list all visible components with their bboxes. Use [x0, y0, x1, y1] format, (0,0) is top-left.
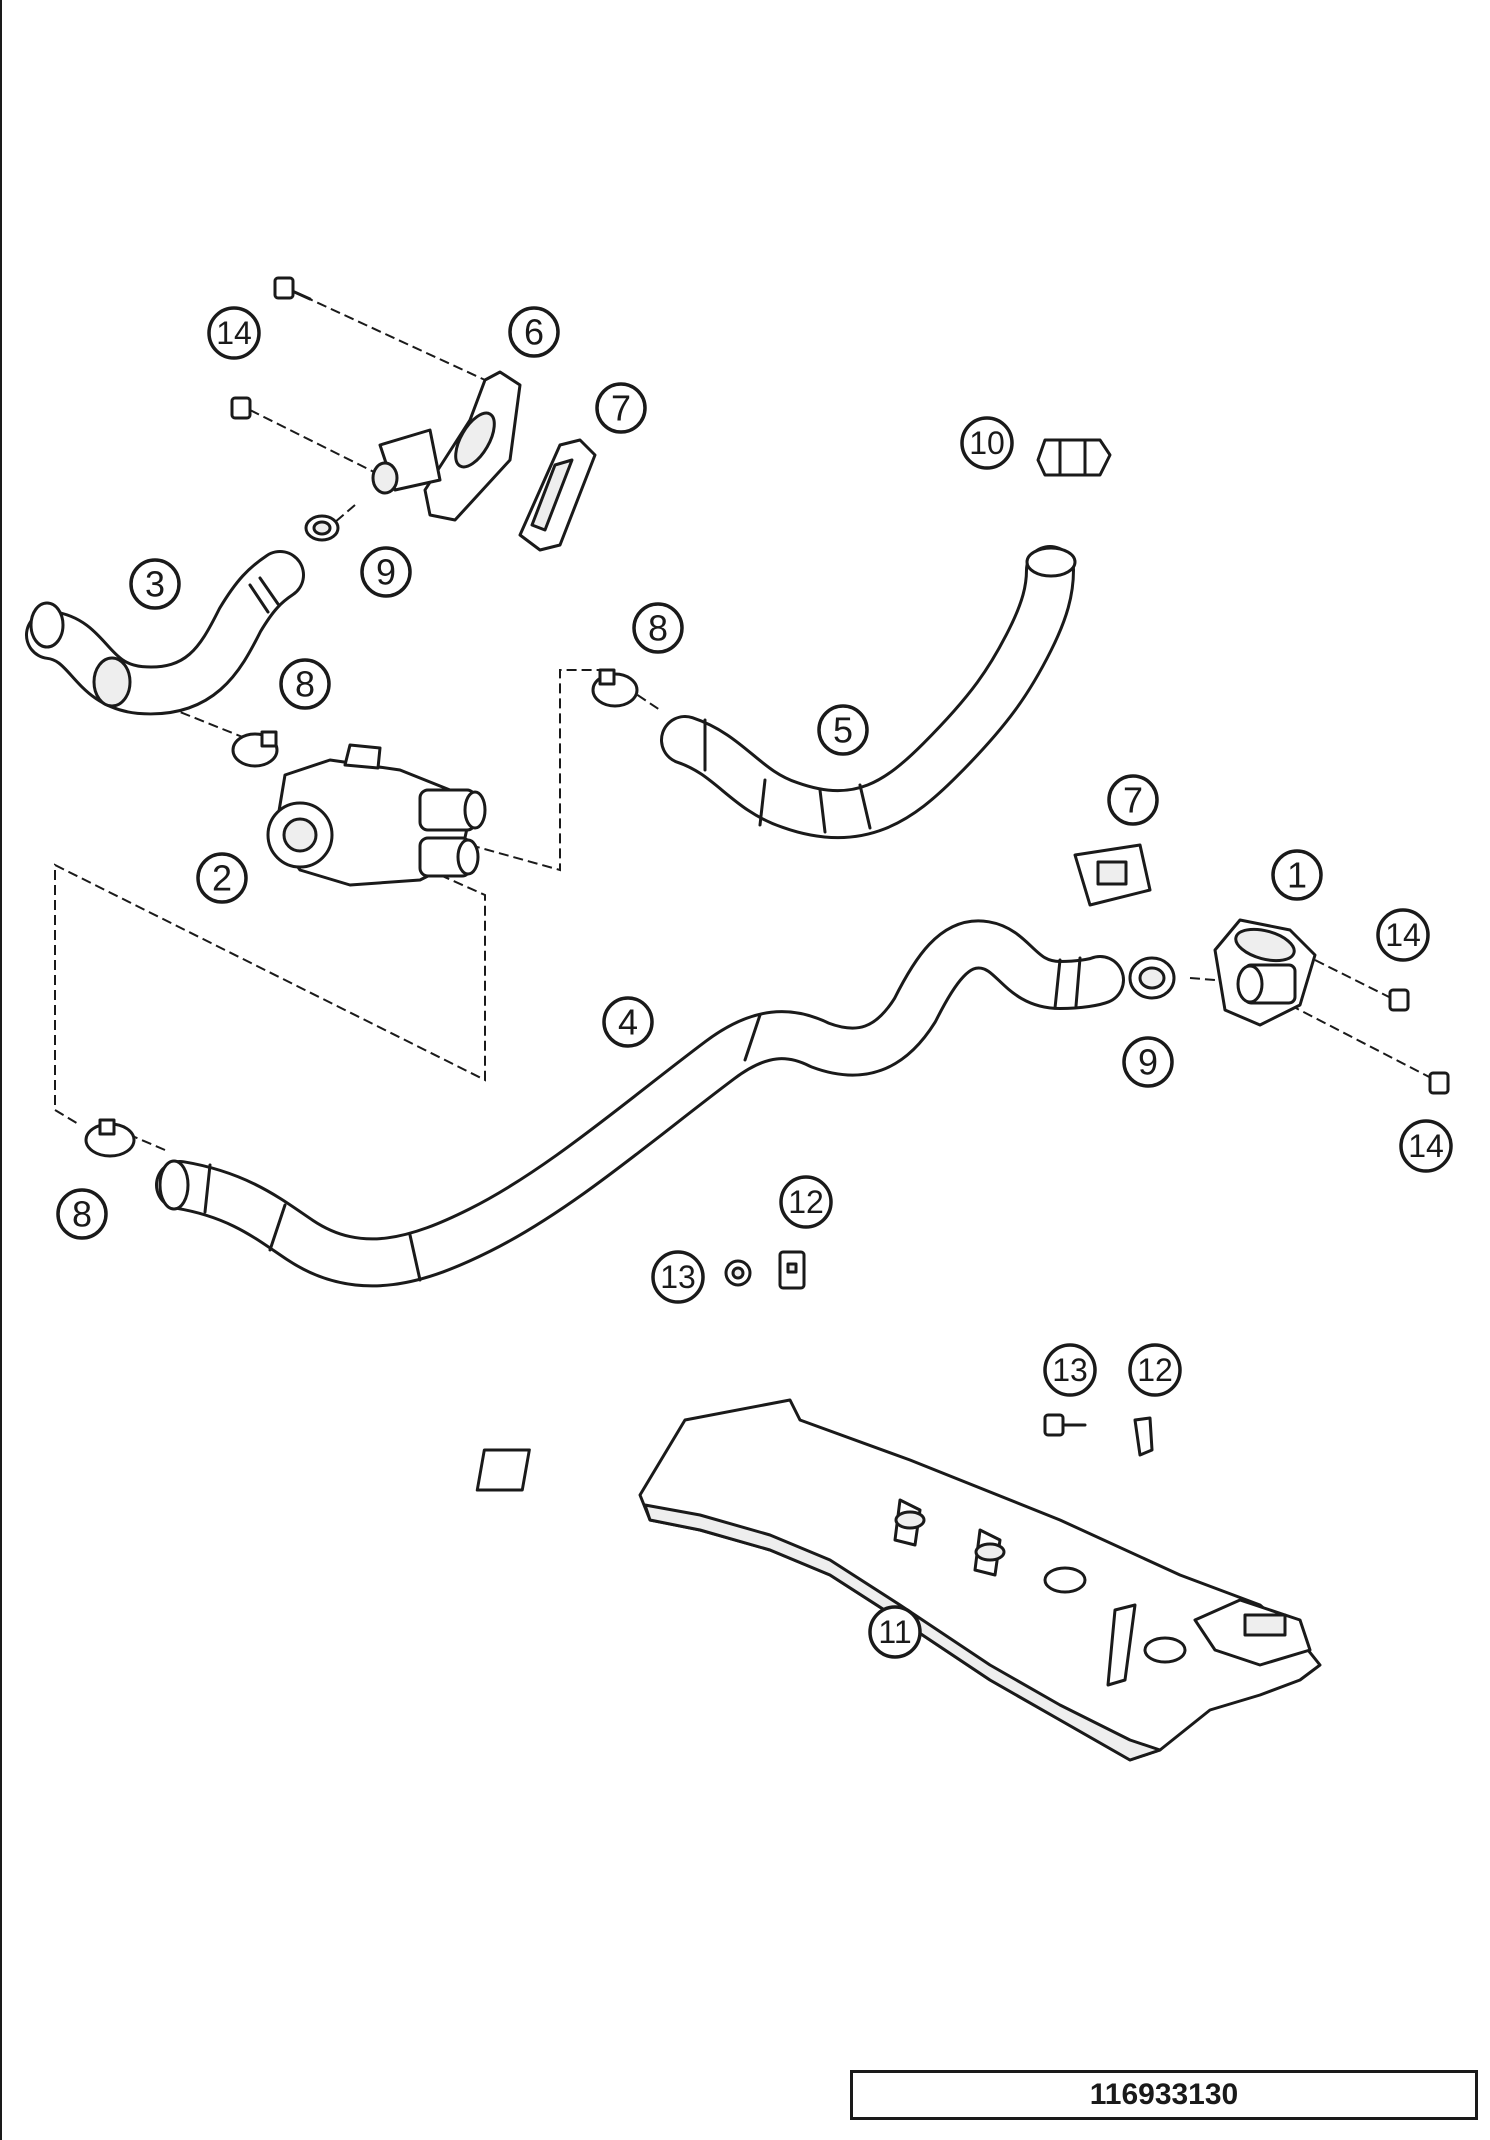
bolt-14-d	[1428, 1071, 1450, 1095]
callout-9-upper: 9	[360, 546, 412, 598]
svg-text:7: 7	[611, 388, 631, 429]
callout-2: 2	[196, 852, 248, 904]
callout-8-b: 8	[632, 602, 684, 654]
nut-13-a	[724, 1259, 752, 1287]
svg-text:4: 4	[618, 1002, 638, 1043]
callout-13-b: 13	[1043, 1343, 1097, 1397]
o-ring-9-upper	[304, 514, 340, 542]
svg-text:8: 8	[72, 1194, 92, 1235]
hose-3	[25, 550, 305, 716]
assembly-lines	[54, 289, 1436, 1151]
callout-13-a: 13	[651, 1250, 705, 1304]
callout-3: 3	[129, 558, 181, 610]
callout-8-c: 8	[56, 1188, 108, 1240]
svg-text:5: 5	[833, 710, 853, 751]
svg-text:12: 12	[1137, 1352, 1173, 1388]
callout-8-a: 8	[279, 658, 331, 710]
clip-nut-12-a	[778, 1250, 806, 1290]
callout-12-b: 12	[1128, 1343, 1182, 1397]
svg-text:9: 9	[1138, 1042, 1158, 1083]
clip-10	[1036, 438, 1112, 477]
svg-text:14: 14	[1408, 1128, 1444, 1164]
cover-flange-6	[371, 370, 522, 522]
callout-5: 5	[817, 704, 869, 756]
callout-9-lower: 9	[1122, 1036, 1174, 1088]
clamp-8-b	[591, 668, 639, 708]
page-left-border	[0, 0, 2, 2140]
gasket-7-lower	[1073, 843, 1152, 907]
o-ring-9-lower	[1128, 956, 1176, 1000]
svg-text:7: 7	[1123, 780, 1143, 821]
callout-7-lower: 7	[1107, 774, 1159, 826]
callout-7-upper: 7	[595, 382, 647, 434]
svg-text:14: 14	[216, 315, 252, 351]
hose-4	[155, 919, 1125, 1288]
svg-text:6: 6	[524, 312, 544, 353]
svg-text:8: 8	[295, 664, 315, 705]
svg-text:14: 14	[1385, 917, 1421, 953]
callout-6: 6	[508, 306, 560, 358]
bolt-14-c	[1388, 988, 1410, 1012]
callout-14-b: 14	[1376, 908, 1430, 962]
svg-text:9: 9	[376, 552, 396, 593]
bolt-14-b	[230, 396, 252, 420]
svg-text:2: 2	[212, 858, 232, 899]
reference-number-box: 116933130	[850, 2070, 1478, 2120]
reference-number: 116933130	[1089, 2078, 1239, 2111]
callout-12-a: 12	[779, 1175, 833, 1229]
callout-1: 1	[1271, 849, 1323, 901]
clamp-8-c	[84, 1118, 136, 1158]
svg-text:8: 8	[648, 608, 668, 649]
hose-5	[660, 545, 1077, 840]
cover-bracket-11	[475, 1398, 1322, 1762]
gasket-7-upper	[518, 438, 597, 552]
valve-body-2	[266, 743, 487, 887]
svg-text:13: 13	[1052, 1352, 1088, 1388]
clamp-8-a	[231, 730, 279, 768]
callout-14-a: 14	[207, 306, 261, 360]
svg-text:10: 10	[969, 425, 1005, 461]
thermostat-housing-1	[1213, 918, 1317, 1027]
svg-text:1: 1	[1287, 855, 1307, 896]
callout-4: 4	[602, 996, 654, 1048]
svg-text:3: 3	[145, 564, 165, 605]
clip-12-b	[1133, 1416, 1154, 1457]
svg-text:11: 11	[878, 1614, 911, 1650]
screw-13-b	[1043, 1413, 1087, 1437]
svg-text:13: 13	[660, 1259, 696, 1295]
callout-10: 10	[960, 416, 1014, 470]
svg-text:12: 12	[788, 1184, 824, 1220]
callout-11: 11	[868, 1605, 922, 1659]
bolt-14-a	[273, 276, 312, 301]
callout-14-c: 14	[1399, 1119, 1453, 1173]
